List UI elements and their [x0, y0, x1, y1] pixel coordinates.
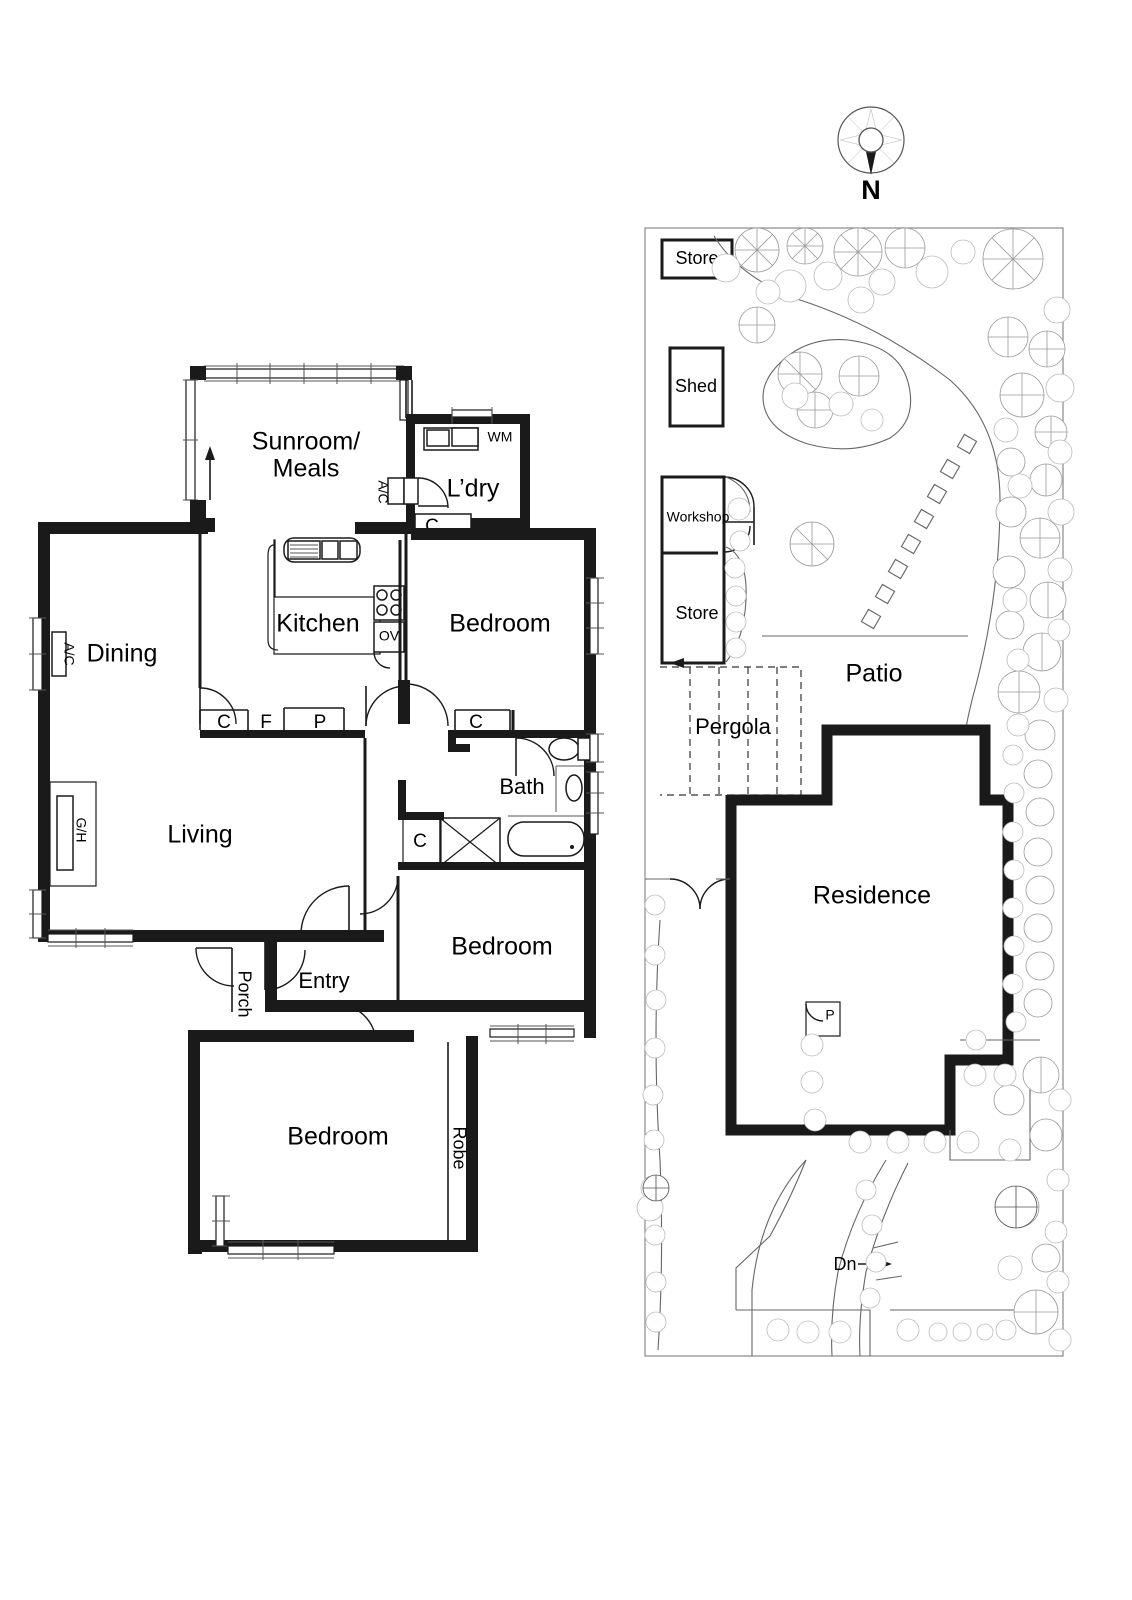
window-bedroom2-bottom	[489, 1024, 575, 1044]
window-bedroom3-bottom	[227, 1240, 335, 1260]
site-label-residence: Residence	[813, 882, 931, 910]
kitchen-bench-icon	[267, 537, 381, 655]
door-bedroom2	[359, 875, 399, 915]
room-label-entry: Entry	[298, 968, 349, 993]
site-label-store-top: Store	[675, 248, 718, 268]
window-sunroom-right	[399, 379, 409, 421]
basin-icon	[555, 765, 584, 812]
site-arrow-store	[670, 658, 724, 668]
bathtub-icon	[507, 815, 585, 857]
room-label-porch: Porch	[234, 970, 254, 1017]
vegetation-icons	[636, 227, 1075, 1352]
door-porch-outer	[195, 947, 235, 1012]
shower-icon	[439, 817, 501, 867]
annotation-wm: WM	[488, 429, 513, 445]
door-entry-inner	[335, 1003, 377, 1043]
site-structure-shed	[668, 346, 725, 428]
room-label-robe: Robe	[449, 1126, 469, 1169]
room-label-dining: Dining	[87, 640, 158, 668]
annotation-gh: G/H	[73, 818, 89, 843]
site-label-workshop: Workshop	[667, 509, 730, 525]
door-living-entry	[300, 885, 350, 936]
annotation-ac-dining: A/C	[61, 642, 77, 665]
window-bedroom1-right	[586, 577, 604, 655]
annotation-cupboard-bath: C	[413, 831, 427, 852]
room-label-sunroom-line1: Sunroom/	[252, 428, 360, 456]
gas-heater-icon	[49, 781, 97, 887]
site-plan-group: Store Shed Workshop Store	[636, 227, 1075, 1357]
compass-rose-icon	[837, 106, 905, 175]
laundry-trough-icon	[423, 427, 479, 451]
annotation-fridge: F	[260, 712, 272, 733]
window-bath-lower	[586, 771, 604, 835]
annotation-cupboard-living: C	[217, 712, 231, 733]
window-living-bottom	[47, 928, 134, 948]
room-label-bedroom-3: Bedroom	[287, 1123, 388, 1151]
site-porch-p	[805, 1001, 841, 1037]
site-label-dn: Dn	[833, 1254, 856, 1274]
annotation-cupboard-hall: C	[469, 712, 483, 733]
door-bath	[515, 737, 555, 777]
room-label-bedroom-2: Bedroom	[451, 933, 552, 961]
annotation-pantry: P	[314, 712, 327, 733]
site-label-shed: Shed	[675, 376, 717, 396]
window-bedroom3-left	[212, 1195, 230, 1247]
window-bath-upper	[586, 733, 604, 763]
room-label-bath: Bath	[499, 774, 544, 799]
room-label-kitchen: Kitchen	[276, 610, 359, 638]
window-sunroom-top	[203, 363, 405, 384]
room-label-bedroom-1: Bedroom	[449, 610, 550, 638]
room-label-living: Living	[167, 821, 232, 849]
compass-north-label: N	[861, 175, 881, 205]
site-label-pergola: Pergola	[695, 714, 772, 739]
site-double-door	[645, 878, 731, 910]
door-entry	[264, 942, 306, 991]
direction-arrow-sunroom	[205, 446, 215, 500]
annotation-oven: OV	[379, 628, 400, 644]
window-sunroom-left	[183, 379, 198, 501]
room-label-sunroom-line2: Meals	[273, 455, 340, 483]
door-hall-left	[365, 685, 407, 727]
stepping-stones	[860, 433, 978, 630]
window-living-left	[29, 889, 46, 939]
site-label-patio: Patio	[846, 660, 903, 688]
toilet-icon	[548, 737, 591, 761]
window-ldry-top	[451, 407, 493, 424]
door-ldry	[387, 477, 449, 509]
door-hall-right	[405, 683, 449, 727]
room-label-laundry: L’dry	[447, 475, 500, 503]
annotation-ac-laundry: A/C	[375, 480, 391, 503]
window-dining-left	[29, 617, 67, 691]
floor-plan-group: Sunroom/ Meals WM L’dry	[29, 363, 604, 1260]
site-label-porch-p: P	[825, 1007, 834, 1023]
site-label-store-lower: Store	[675, 603, 718, 623]
site-structure-residence	[725, 724, 1014, 1136]
